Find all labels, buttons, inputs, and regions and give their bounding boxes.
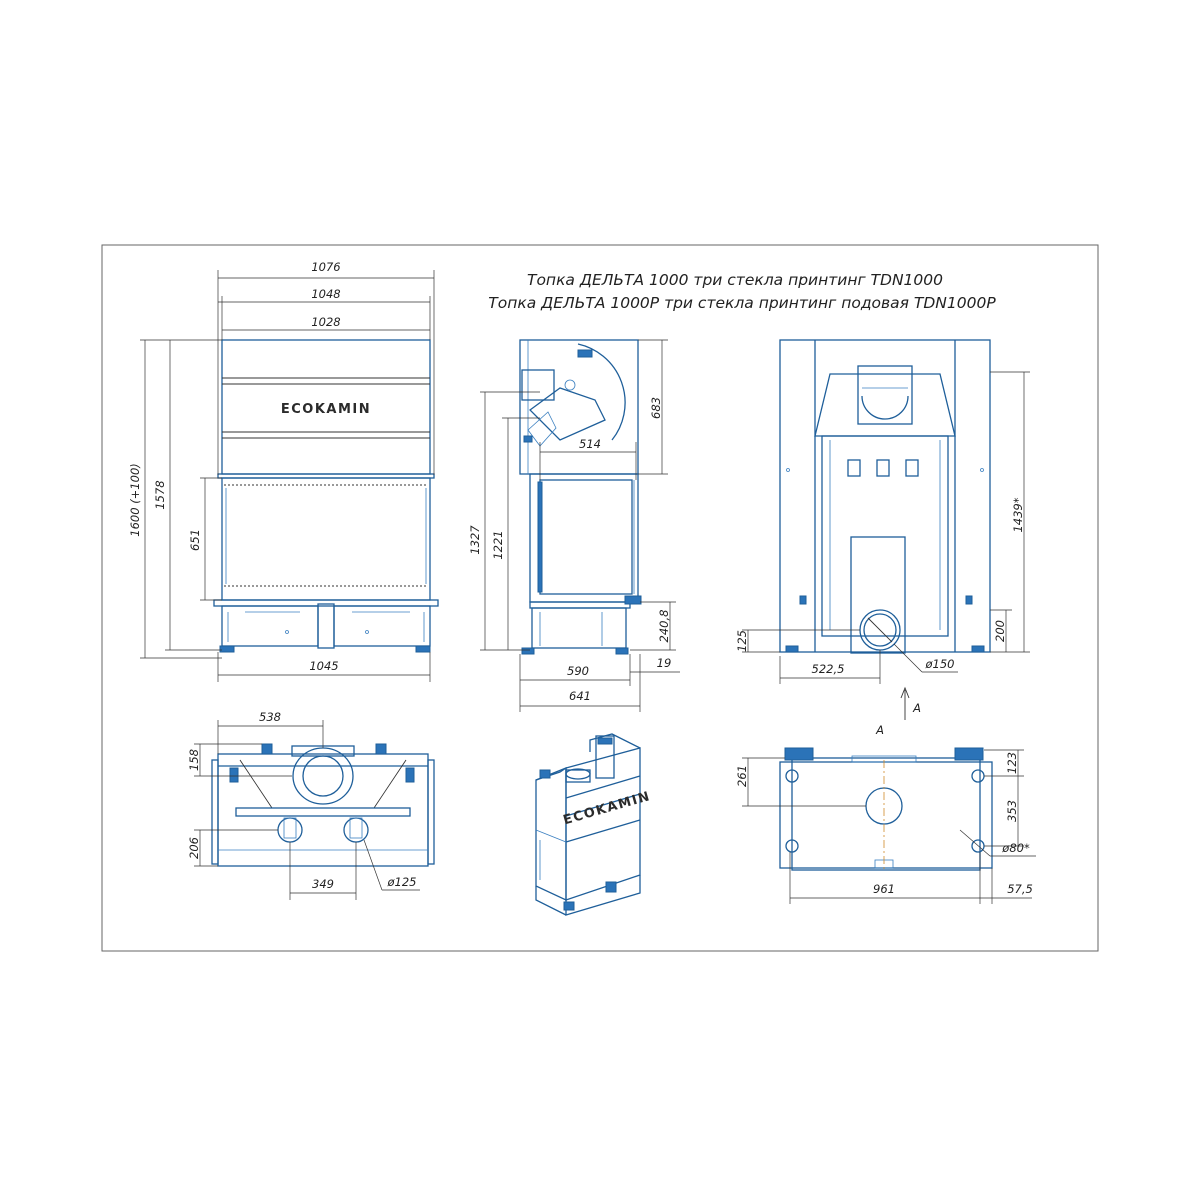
dim-height-123: 123 [1005,752,1019,774]
side-view [519,339,642,655]
dim-height-651: 651 [188,529,202,551]
isometric-view: ECOKAMIN [535,733,652,916]
bottom-view: A [779,723,993,871]
drawing-frame [101,244,1099,952]
dim-width-1045: 1045 [309,659,338,673]
dim-height-261: 261 [735,765,749,787]
dim-height-158: 158 [187,749,201,771]
dim-width-522-5: 522,5 [812,662,845,676]
dim-height-1439: 1439* [1011,497,1025,532]
dim-width-514: 514 [579,437,601,451]
dim-width-590: 590 [567,664,589,678]
brand-logo-front: ECOKAMIN [281,402,371,417]
dim-width-538: 538 [259,710,281,724]
top-view [211,743,435,867]
dim-width-1048: 1048 [311,287,340,301]
back-view [779,339,991,654]
dim-height-353: 353 [1005,800,1019,822]
dim-height-200: 200 [993,620,1007,642]
dim-height-1327: 1327 [468,525,482,555]
dim-diameter-125: ø125 [387,875,417,889]
title-line-1: Топка ДЕЛЬТА 1000 три стекла принтинг TD… [527,271,943,289]
dim-height-1578: 1578 [153,480,167,509]
dim-width-641: 641 [569,689,591,703]
front-view: ECOKAMIN [213,339,439,653]
dim-width-1076: 1076 [311,260,340,274]
front-dimensions: 1076 1048 1028 1045 1600 (+100) 1578 651 [128,260,435,682]
dim-width-19: 19 [657,656,672,670]
title-line-2: Топка ДЕЛЬТА 1000P три стекла принтинг п… [488,294,996,312]
dim-width-961: 961 [873,882,895,896]
side-dimensions: 514 683 1327 1221 240,8 590 19 641 [468,339,680,712]
dim-diameter-150: ø150 [925,657,955,671]
top-dimensions: 538 158 206 349 ø125 [187,710,420,900]
dim-height-1221: 1221 [491,530,505,559]
dim-width-57-5: 57,5 [1007,882,1033,896]
dim-height-1600: 1600 (+100) [128,463,142,536]
section-arrow-label: A [912,701,921,715]
dim-height-125: 125 [735,630,749,652]
dim-diameter-80: ø80* [1001,841,1030,855]
back-dimensions: 1439* 200 125 522,5 ø150 A [735,371,1030,720]
dim-width-1028: 1028 [311,315,340,329]
dim-height-206: 206 [187,837,201,859]
section-label: A [875,723,884,737]
bottom-dimensions: 261 123 353 961 57,5 ø80* [735,749,1036,904]
dim-height-683: 683 [649,397,663,419]
dim-width-349: 349 [312,877,334,891]
dim-height-240-8: 240,8 [657,610,671,643]
